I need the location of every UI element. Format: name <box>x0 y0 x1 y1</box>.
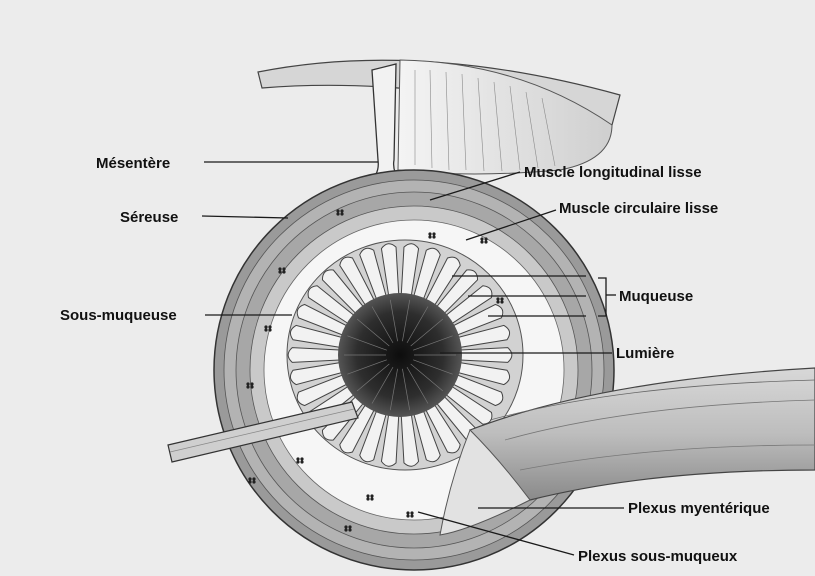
muscle-circulaire-line <box>465 209 557 241</box>
muqueuse-bracket <box>598 277 607 317</box>
label-mesentere: Mésentère <box>96 155 170 172</box>
labels: Mésentère Séreuse Sous-muqueuse Muscle l… <box>60 155 770 565</box>
label-plexus-sous-muqueux: Plexus sous-muqueux <box>578 548 738 565</box>
leader-lines <box>201 161 624 556</box>
cut-tube <box>439 367 815 536</box>
label-sereuse: Séreuse <box>120 209 178 226</box>
mesentery-structure <box>257 59 621 183</box>
plexus-sous-muqueux-line <box>417 511 575 556</box>
intestine-wall <box>213 169 615 571</box>
label-muscle-circulaire: Muscle circulaire lisse <box>559 200 718 217</box>
label-muqueuse: Muqueuse <box>619 288 693 305</box>
mucosa-villi <box>287 243 513 467</box>
label-sous-muqueuse: Sous-muqueuse <box>60 307 177 324</box>
sereuse-line <box>201 215 289 219</box>
label-plexus-myenterique: Plexus myentérique <box>628 500 770 517</box>
label-lumiere: Lumière <box>616 345 674 362</box>
plexus-dots <box>246 209 504 532</box>
muscle-longitudinal-line <box>429 171 521 201</box>
label-muscle-longitudinal: Muscle longitudinal lisse <box>524 164 702 181</box>
probe-rod <box>167 401 359 463</box>
lumen <box>338 293 462 417</box>
